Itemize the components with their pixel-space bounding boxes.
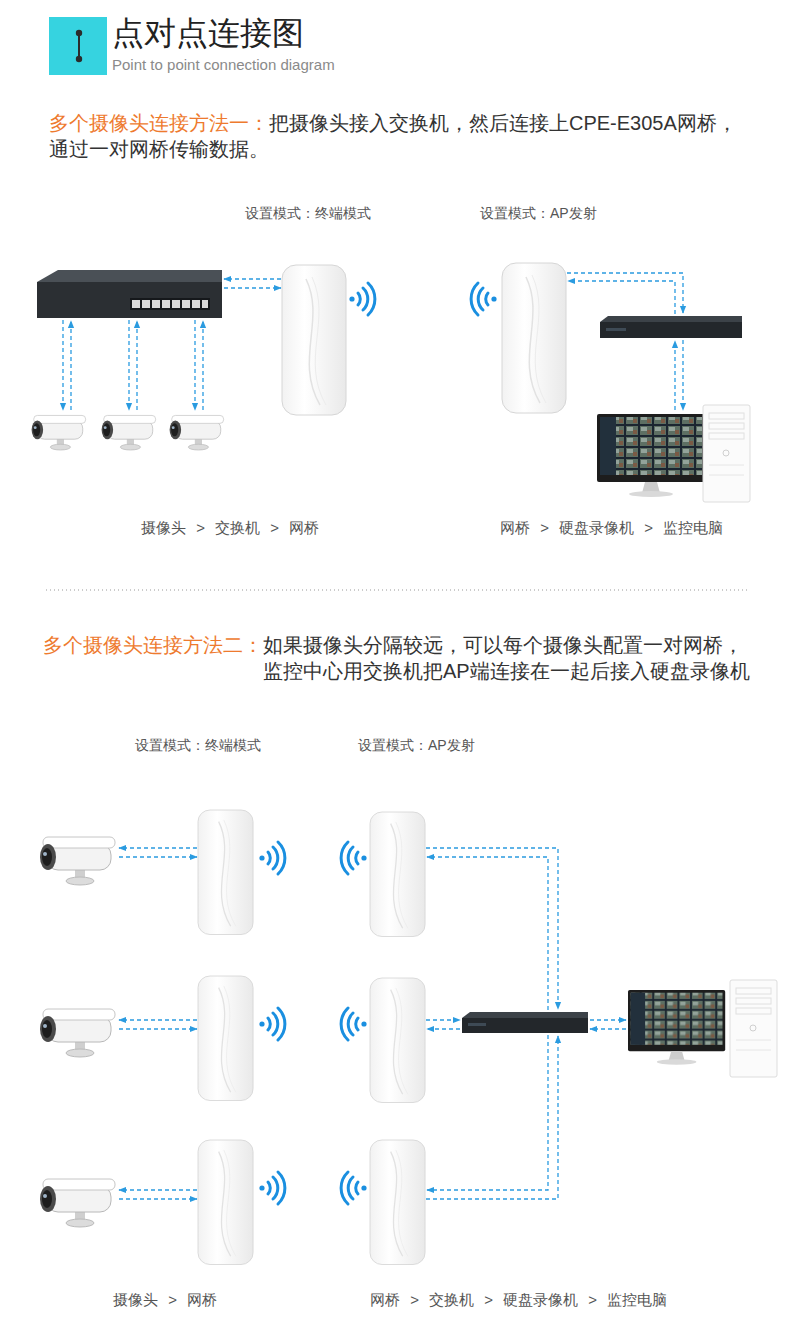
wifi-signal (341, 1008, 367, 1040)
wifi-signal (259, 1172, 285, 1204)
data-line (426, 848, 626, 1199)
network-switch (37, 270, 222, 318)
wifi-signal (341, 1172, 367, 1204)
camera (32, 415, 86, 450)
wireless-bridge (502, 263, 566, 413)
subtitle: Point to point connection diagram (112, 55, 335, 75)
method-heading: 多个摄像头连接方法一： (49, 110, 269, 136)
wireless-bridge (282, 265, 346, 415)
computer-tower (730, 980, 777, 1077)
wifi-signal (259, 1008, 285, 1040)
method-description: 把摄像头接入交换机，然后连接上CPE-E305A网桥，通过一对网桥传输数据。 (49, 110, 749, 162)
mode-label: 设置模式：终端模式 (135, 736, 261, 754)
flow-caption: 网桥 > 交换机 > 硬盘录像机 > 监控电脑 (370, 1290, 667, 1310)
wireless-bridge (198, 810, 253, 935)
diagram-title: 点对点连接图 (112, 14, 304, 52)
title-icon-line (78, 33, 80, 59)
mode-label: 设置模式：AP发射 (358, 736, 475, 754)
mode-label: 设置模式：AP发射 (480, 204, 597, 222)
camera (40, 837, 115, 885)
computer-tower (703, 405, 750, 502)
camera (40, 1009, 115, 1057)
title-icon-dot (76, 56, 82, 62)
camera (102, 415, 156, 450)
wireless-bridge (370, 1140, 425, 1265)
wifi-signal (349, 283, 375, 315)
wifi-signal (259, 842, 285, 874)
wireless-bridge (198, 976, 253, 1101)
wireless-bridge (370, 978, 425, 1103)
monitor (628, 990, 725, 1065)
wifi-signal (471, 283, 497, 315)
method-description: 如果摄像头分隔较远，可以每个摄像头配置一对网桥，监控中心用交换机把AP端连接在一… (263, 632, 758, 684)
data-line (567, 273, 683, 410)
data-line (119, 848, 197, 1199)
video-recorder (600, 316, 742, 338)
method-heading: 多个摄像头连接方法二： (43, 632, 263, 658)
data-line (63, 279, 281, 410)
title-icon-dot (76, 30, 82, 36)
flow-caption: 网桥 > 硬盘录像机 > 监控电脑 (500, 518, 723, 538)
wifi-signal (341, 842, 367, 874)
wireless-bridge (370, 812, 425, 937)
camera (170, 415, 224, 450)
title-icon (49, 17, 107, 75)
monitor (597, 414, 705, 497)
mode-label: 设置模式：终端模式 (245, 204, 371, 222)
wireless-bridge (198, 1140, 253, 1265)
network-switch (462, 1012, 588, 1033)
separator (46, 590, 750, 591)
flow-caption: 摄像头 > 网桥 (113, 1290, 217, 1310)
camera (40, 1179, 115, 1227)
flow-caption: 摄像头 > 交换机 > 网桥 (141, 518, 319, 538)
